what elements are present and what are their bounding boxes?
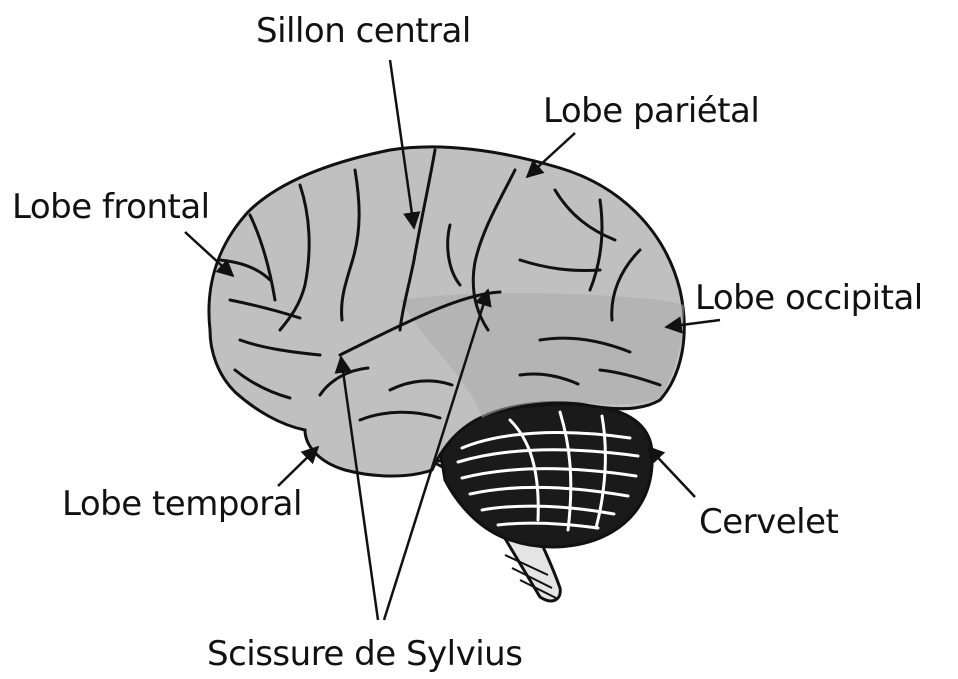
label-lobe-temporal: Lobe temporal xyxy=(62,487,302,521)
label-lobe-occipital: Lobe occipital xyxy=(695,281,923,315)
pointer-lobe-temporal xyxy=(278,447,318,486)
label-scissure-de-sylvius: Scissure de Sylvius xyxy=(207,637,522,671)
label-sillon-central: Sillon central xyxy=(256,14,471,48)
label-cervelet: Cervelet xyxy=(699,505,838,539)
pointer-cervelet xyxy=(648,447,695,497)
label-lobe-parietal: Lobe pariétal xyxy=(543,94,759,128)
label-lobe-frontal: Lobe frontal xyxy=(12,190,210,224)
